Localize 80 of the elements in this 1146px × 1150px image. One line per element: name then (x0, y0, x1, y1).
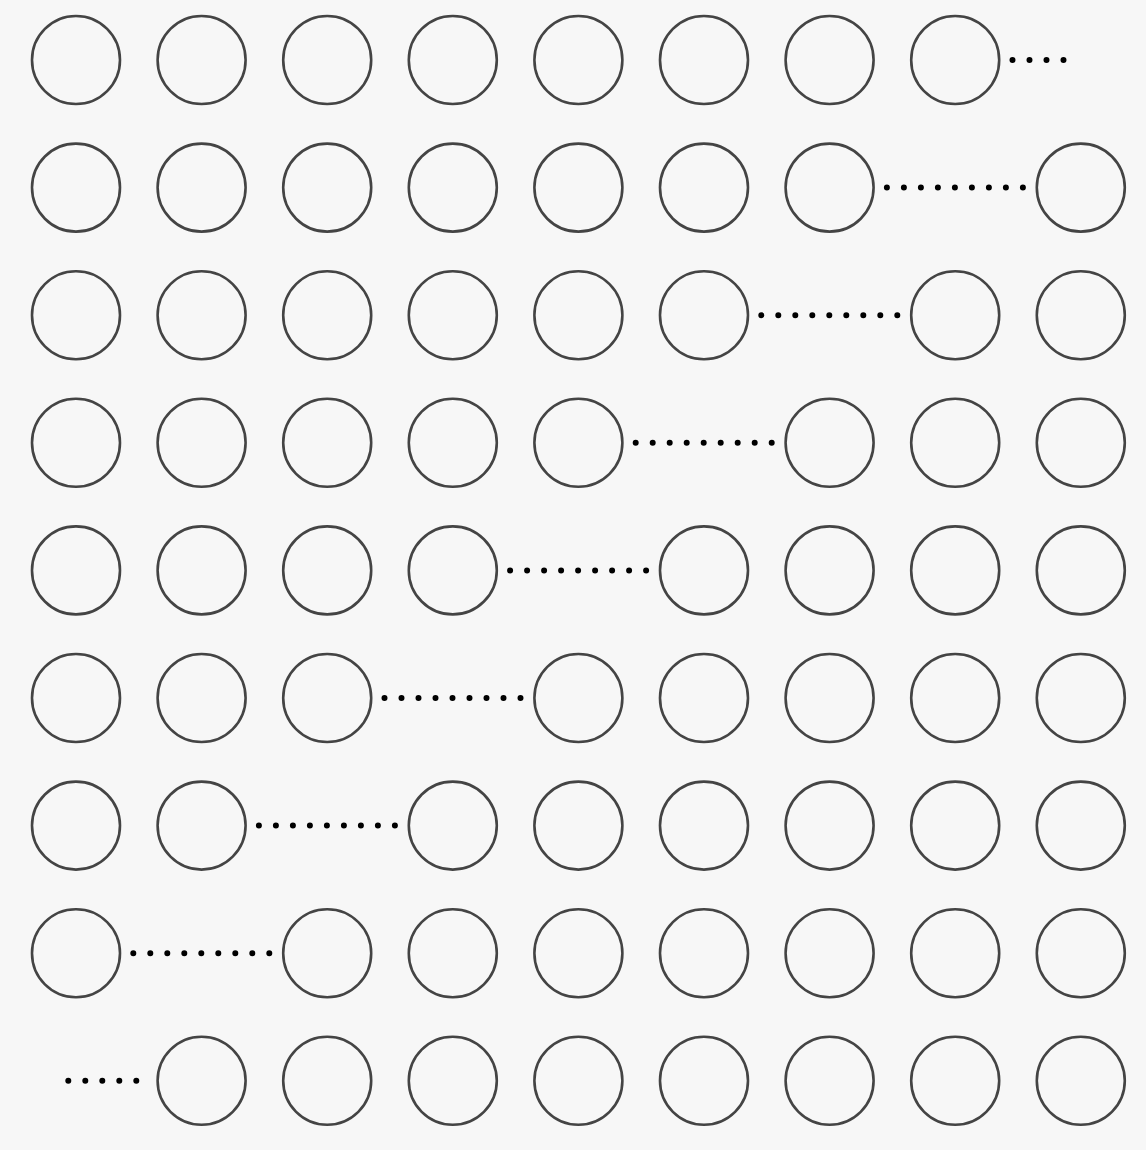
circle (533, 780, 624, 871)
circle (281, 525, 373, 616)
circle (407, 14, 499, 106)
circle (533, 1035, 624, 1127)
circle (909, 780, 1001, 871)
circle (281, 14, 373, 106)
circle (1035, 780, 1127, 871)
circle (281, 1035, 373, 1127)
circle (1035, 1035, 1127, 1127)
circle (30, 14, 122, 106)
circle (784, 525, 875, 616)
circle (156, 142, 247, 233)
circle (909, 1035, 1001, 1127)
circle (407, 780, 499, 871)
circle (281, 652, 373, 744)
dotted-line (632, 439, 776, 446)
circle (909, 269, 1001, 361)
dotted-line (507, 567, 650, 574)
circle (30, 652, 122, 744)
circle (1035, 397, 1127, 489)
dotted-line (883, 184, 1027, 191)
circle (533, 269, 624, 361)
circle (784, 907, 875, 999)
circle (281, 397, 373, 489)
dotted-line (255, 822, 399, 829)
circle (909, 525, 1001, 616)
dotted-line (1009, 57, 1068, 63)
circle (909, 14, 1001, 106)
circle (784, 14, 875, 106)
circle (1035, 142, 1127, 233)
circle (1035, 269, 1127, 361)
circle (156, 652, 247, 744)
circle (533, 397, 624, 489)
circle (784, 1035, 875, 1127)
circle (156, 14, 247, 106)
circle (281, 269, 373, 361)
circle (407, 397, 499, 489)
circle (407, 1035, 499, 1127)
circle (658, 142, 750, 233)
circle (156, 525, 247, 616)
circle (533, 652, 624, 744)
circle (533, 907, 624, 999)
circle (909, 652, 1001, 744)
circle (909, 907, 1001, 999)
circle (30, 780, 122, 871)
circle (407, 269, 499, 361)
circle (784, 652, 875, 744)
circle (533, 142, 624, 233)
circle (281, 142, 373, 233)
circle (156, 397, 247, 489)
circle (658, 269, 750, 361)
circle (658, 525, 750, 616)
circle (658, 652, 750, 744)
circle (156, 269, 247, 361)
circle (1035, 907, 1127, 999)
circle (658, 780, 750, 871)
circle (533, 14, 624, 106)
circle (30, 525, 122, 616)
circle (30, 269, 122, 361)
circle (658, 1035, 750, 1127)
circle (784, 397, 875, 489)
circle (156, 780, 247, 871)
dotted-line (758, 312, 901, 319)
circle (407, 142, 499, 233)
circle (1035, 652, 1127, 744)
dotted-line (381, 695, 525, 701)
circle (30, 142, 122, 233)
circle (784, 142, 875, 233)
circle (407, 525, 499, 616)
circle (658, 907, 750, 999)
circle (30, 397, 122, 489)
circle (909, 397, 1001, 489)
circle (30, 907, 122, 999)
dotted-line (130, 950, 273, 957)
circle (658, 14, 750, 106)
circle (407, 907, 499, 999)
circle (281, 907, 373, 999)
circle (784, 780, 875, 871)
circle (1035, 525, 1127, 616)
circle (156, 1035, 247, 1127)
